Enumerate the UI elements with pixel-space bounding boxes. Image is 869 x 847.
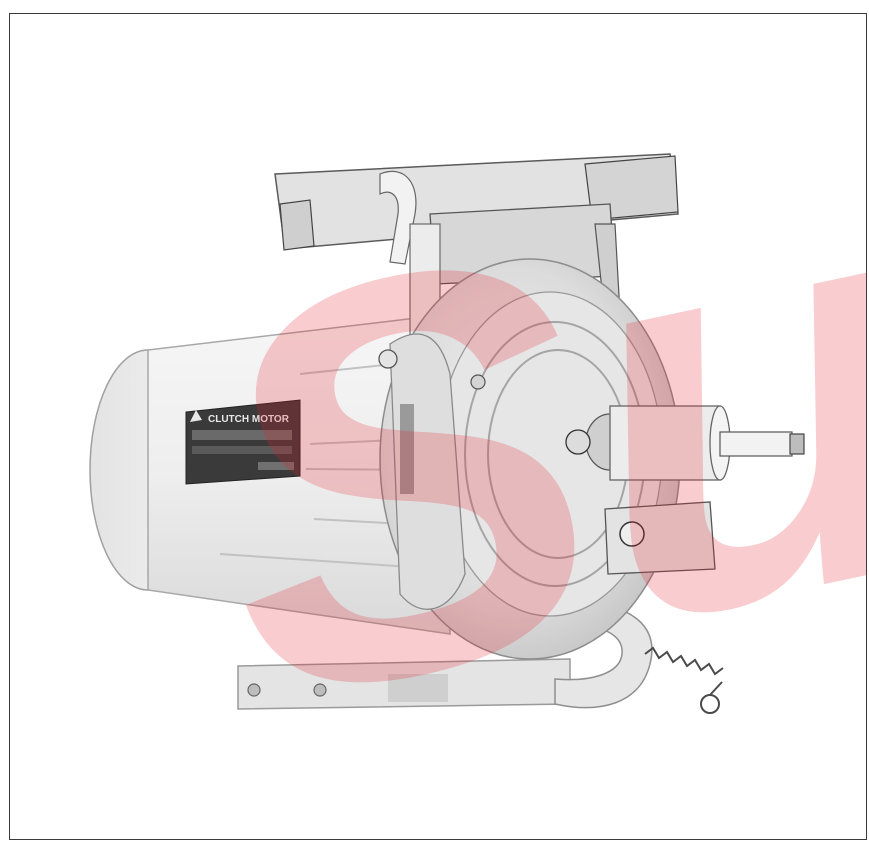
side-flange <box>389 333 466 610</box>
pivot-bolt-icon <box>378 349 398 369</box>
clutch-lever <box>554 598 653 709</box>
bolt-hole-icon <box>313 683 327 697</box>
top-bracket <box>274 153 679 345</box>
watermark-text: Sup <box>155 14 867 824</box>
flange-slot <box>400 404 414 494</box>
warning-triangle-icon <box>190 410 202 422</box>
clamp-nut-icon <box>619 521 645 547</box>
nameplate: CLUTCH MOTOR <box>185 399 301 485</box>
watermark: Sup <box>155 14 867 824</box>
return-spring <box>644 646 724 714</box>
clutch-motor-photo: CLUTCH MOTOR <box>89 14 867 824</box>
bolt-hole-icon <box>247 683 261 697</box>
nameplate-title: CLUTCH MOTOR <box>208 414 290 425</box>
housing-bolt-icon <box>470 374 486 390</box>
clamp-block <box>604 501 716 575</box>
output-shaft <box>565 405 805 481</box>
photo-frame: CLUTCH MOTOR <box>9 13 867 840</box>
